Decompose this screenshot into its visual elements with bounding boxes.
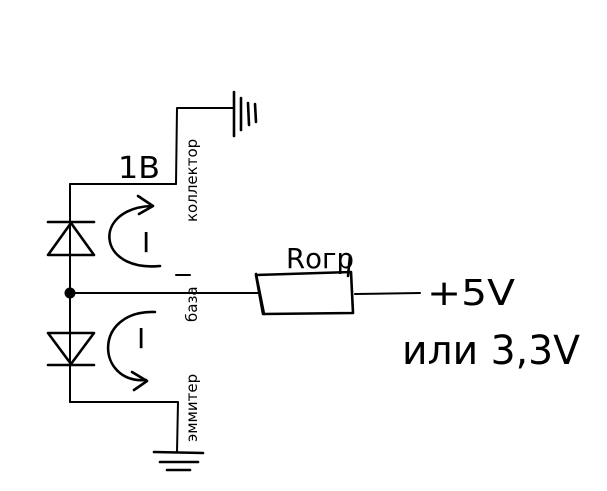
- emitter-ground-icon: [152, 450, 205, 472]
- lower-current-arrow-icon: [106, 310, 157, 392]
- collector-ground-icon: [232, 90, 258, 138]
- emitter-label: эммитер: [183, 374, 201, 442]
- current-lower-label: I: [137, 322, 145, 355]
- resistor-icon: [254, 254, 355, 316]
- collector-label: коллектор: [183, 139, 201, 222]
- supply-5v-label: +5V: [427, 273, 515, 314]
- current-upper-label: I: [142, 226, 150, 259]
- collector-wire: [69, 107, 234, 185]
- emitter-wire: [69, 401, 179, 453]
- base-label: база: [183, 286, 201, 322]
- supply-alt-label: или 3,3V: [402, 328, 581, 374]
- voltage-1v-label: 1В: [118, 151, 160, 186]
- upper-diode-icon: [46, 220, 96, 257]
- resistor-label: Rогр: [286, 242, 354, 275]
- supply-wire: [354, 292, 421, 295]
- lower-diode-icon: [46, 331, 96, 367]
- upper-current-arrow-icon: [108, 194, 162, 268]
